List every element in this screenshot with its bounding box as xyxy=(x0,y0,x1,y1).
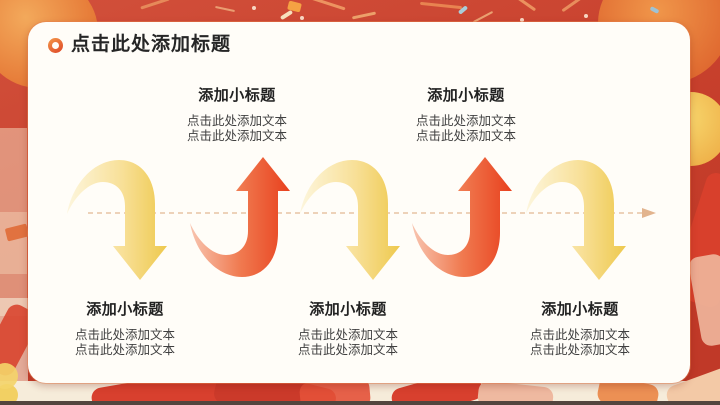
body-line: 点击此处添加文本 xyxy=(297,328,398,342)
text-block-top-1[interactable]: 添加小标题 点击此处添加文本 点击此处添加文本 xyxy=(157,84,317,145)
slide-title-row: 点击此处添加标题 xyxy=(48,32,231,58)
dashed-flow-line xyxy=(88,208,656,218)
body-line: 点击此处添加文本 xyxy=(415,129,516,144)
firework-streak xyxy=(140,0,170,10)
confetti xyxy=(457,5,469,15)
spark-dot xyxy=(252,6,256,10)
ribbon-illustration xyxy=(687,252,720,348)
body-line: 点击此处添加文本 xyxy=(415,114,516,128)
subtitle: 添加小标题 xyxy=(541,301,619,318)
text-block-bottom-1[interactable]: 添加小标题 点击此处添加文本 点击此处添加文本 xyxy=(45,298,205,359)
subtitle: 添加小标题 xyxy=(427,87,505,104)
body-line: 点击此处添加文本 xyxy=(529,328,630,342)
body-line: 点击此处添加文本 xyxy=(529,343,630,358)
text-block-top-2[interactable]: 添加小标题 点击此处添加文本 点击此处添加文本 xyxy=(386,84,546,145)
bottom-artwork-band xyxy=(0,381,720,405)
bottom-dark-strip xyxy=(0,401,720,405)
lantern-ball-illustration xyxy=(0,384,18,405)
firework-streak xyxy=(419,1,463,10)
firework-streak xyxy=(215,5,235,13)
pavilion-illustration xyxy=(0,212,27,274)
slide-content-card: 点击此处添加标题 xyxy=(28,22,690,383)
text-block-bottom-3[interactable]: 添加小标题 点击此处添加文本 点击此处添加文本 xyxy=(500,298,660,359)
firework-streak xyxy=(509,0,537,12)
body-line: 点击此处添加文本 xyxy=(297,343,398,358)
subtitle: 添加小标题 xyxy=(198,87,276,104)
spark-dot xyxy=(300,16,304,20)
bottom-left-illustration xyxy=(0,298,28,388)
subtitle: 添加小标题 xyxy=(309,301,387,318)
curved-arrow-up-2 xyxy=(412,157,512,277)
curved-arrow-down-1 xyxy=(67,160,167,280)
confetti xyxy=(649,6,660,14)
body-line: 点击此处添加文本 xyxy=(186,114,287,128)
flow-line-arrowhead xyxy=(642,208,656,218)
body-line: 点击此处添加文本 xyxy=(74,343,175,358)
body-line: 点击此处添加文本 xyxy=(74,328,175,342)
firework-streak xyxy=(310,0,346,11)
lantern-ball-illustration xyxy=(0,363,18,389)
ring-bullet-icon xyxy=(48,37,63,53)
curved-arrow-down-2 xyxy=(300,160,400,280)
subtitle: 添加小标题 xyxy=(86,301,164,318)
confetti xyxy=(279,9,294,21)
body-line: 点击此处添加文本 xyxy=(186,129,287,144)
ribbon-illustration xyxy=(476,380,555,405)
firework-streak xyxy=(351,11,377,20)
curved-arrow-down-3 xyxy=(526,160,626,280)
pavilion-illustration xyxy=(0,128,27,316)
spark-dot xyxy=(584,14,588,18)
text-block-bottom-2[interactable]: 添加小标题 点击此处添加文本 点击此处添加文本 xyxy=(268,298,428,359)
confetti xyxy=(287,0,302,13)
slide-title[interactable]: 点击此处添加标题 xyxy=(71,34,232,55)
curved-arrow-up-1 xyxy=(190,157,290,277)
confetti xyxy=(4,223,30,242)
firework-streak xyxy=(561,0,585,13)
